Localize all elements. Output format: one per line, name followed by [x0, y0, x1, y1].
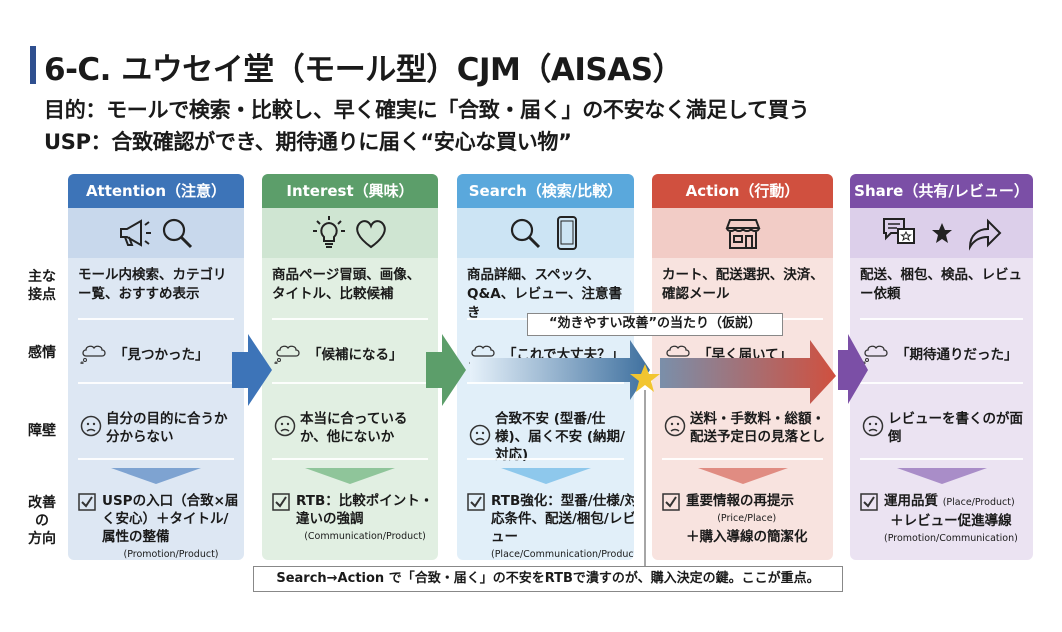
- divider: [78, 318, 234, 320]
- title-accent-bar: [30, 46, 36, 84]
- thought-bubble-icon: [274, 345, 300, 364]
- star-icon: [630, 364, 660, 392]
- emotion: 「候補になる」: [274, 342, 403, 364]
- stage-icons: [850, 208, 1033, 258]
- down-arrow-icon: [305, 468, 395, 484]
- worried-face-icon: [274, 415, 296, 436]
- stage-header: Search（検索/比較）: [457, 174, 634, 208]
- arrow-action-share: [838, 334, 868, 404]
- stage-header: Share（共有/レビュー）: [850, 174, 1033, 208]
- improvement-extra: ＋購入導線の簡潔化: [686, 529, 808, 545]
- smartphone-icon: [556, 216, 577, 250]
- row-label-touchpoint: 主な接点: [28, 269, 56, 303]
- divider: [272, 458, 428, 460]
- arrow-search-action: [470, 340, 650, 400]
- touchpoint-text: カート、配送選択、決済、確認メール: [662, 267, 824, 302]
- improvement-note: (Promotion/Product): [123, 549, 219, 560]
- stage-icons: [68, 208, 244, 258]
- stage-icons: [457, 208, 634, 258]
- arrow-action-share-lead: [660, 340, 836, 404]
- stage-column-attention: Attention（注意） モール内検索、カテゴリー覧、おすすめ表示 「見つかっ…: [68, 174, 244, 560]
- divider: [272, 318, 428, 320]
- callout-hypothesis: “効きやすい改善”の当たり（仮説）: [527, 313, 783, 336]
- arrow-interest-search: [426, 334, 466, 406]
- divider: [860, 318, 1023, 320]
- down-arrow-icon: [896, 468, 987, 484]
- barrier: 送料・手数料・総額・配送予定日の見落とし: [664, 410, 829, 446]
- stage-column-interest: Interest（興味） 商品ページ冒頭、画像、タイトル、比較候補 「候補になる…: [262, 174, 438, 560]
- store-icon: [725, 219, 760, 249]
- checkbox-checked-icon: [467, 493, 485, 511]
- touchpoint-text: モール内検索、カテゴリー覧、おすすめ表示: [78, 267, 227, 302]
- improvement-note: (Communication/Product): [304, 531, 426, 542]
- thought-bubble-icon: [862, 345, 888, 364]
- improvement: RTB：比較ポイント・違いの強調(Communication/Product): [272, 492, 434, 546]
- improvement: 運用品質 (Place/Product)＋レビュー促進導線(Promotion/…: [860, 492, 1029, 548]
- search-icon: [162, 218, 193, 249]
- divider: [467, 458, 624, 460]
- purpose-text: 目的：モールで検索・比較し、早く確実に「合致・届く」の不安なく満足して買う: [44, 98, 810, 122]
- improvement: USPの入口（合致×届く安心）＋タイトル/属性の整備(Promotion/Pro…: [78, 492, 240, 560]
- stage-column-share: Share（共有/レビュー） 配送、梱包、検品、レビュー依頼 「期待通りだった」…: [850, 174, 1033, 560]
- stage-header: Action（行動）: [652, 174, 833, 208]
- divider: [272, 382, 428, 384]
- checkbox-checked-icon: [860, 493, 878, 511]
- worried-face-icon: [862, 415, 884, 436]
- barrier: 合致不安 (型番/仕様)、届く不安 (納期/対応): [469, 410, 630, 464]
- thought-bubble-icon: [80, 345, 106, 364]
- divider: [860, 458, 1023, 460]
- down-arrow-icon: [697, 468, 788, 484]
- barrier: 本当に合っているか、他にないか: [274, 410, 434, 446]
- stage-icons: [262, 208, 438, 258]
- row-label-barrier: 障壁: [28, 423, 56, 439]
- page-title: 6-C. ユウセイ堂（モール型）CJM（AISAS）: [44, 52, 684, 88]
- improvement: RTB強化：型番/仕様/対応条件、配送/梱包/レビュー(Place/Commun…: [467, 492, 634, 560]
- row-label-emotion: 感情: [28, 345, 56, 361]
- star-icon: [931, 223, 952, 243]
- improvement: 重要情報の再提示(Price/Place)＋購入導線の簡潔化: [662, 492, 829, 546]
- improvement-note: (Price/Place): [717, 513, 777, 524]
- emotion: 「見つかった」: [80, 342, 209, 364]
- emotion: 「期待通りだった」: [862, 342, 1018, 364]
- megaphone-icon: [120, 219, 151, 247]
- checkbox-checked-icon: [78, 493, 96, 511]
- key-point-box: Search→Action で「合致・届く」の不安をRTBで潰すのが、購入決定の…: [253, 566, 843, 592]
- review-chat-icon: [882, 218, 915, 244]
- touchpoint-text: 商品詳細、スペック、Q&A、レビュー、注意書き: [467, 267, 623, 321]
- touchpoint-text: 配送、梱包、検品、レビュー依頼: [860, 267, 1022, 302]
- worried-face-icon: [469, 424, 491, 445]
- checkbox-checked-icon: [272, 493, 290, 511]
- down-arrow-icon: [111, 468, 201, 484]
- touchpoint-text: 商品ページ冒頭、画像、タイトル、比較候補: [272, 267, 421, 302]
- improvement-note-inline: (Place/Product): [942, 497, 1015, 508]
- lightbulb-icon: [313, 216, 345, 248]
- barrier: レビューを書くのが面倒: [862, 410, 1029, 446]
- arrow-attention-interest: [232, 334, 272, 406]
- divider: [467, 382, 624, 384]
- barrier: 自分の目的に合うか分からない: [80, 410, 240, 446]
- improvement-note: (Place/Communication/Product): [491, 549, 634, 560]
- worried-face-icon: [664, 415, 686, 436]
- search-icon: [510, 218, 540, 249]
- worried-face-icon: [80, 415, 102, 436]
- heart-icon: [356, 220, 386, 249]
- row-label-improvement: 改善の方向: [28, 495, 56, 547]
- improvement-extra: ＋レビュー促進導線: [890, 513, 1012, 529]
- checkbox-checked-icon: [662, 493, 680, 511]
- divider: [78, 382, 234, 384]
- stage-header: Interest（興味）: [262, 174, 438, 208]
- stage-icons: [652, 208, 833, 258]
- divider: [662, 458, 823, 460]
- divider: [860, 382, 1023, 384]
- divider: [78, 458, 234, 460]
- usp-text: USP：合致確認ができ、期待通りに届く“安心な買い物”: [44, 130, 572, 154]
- share-arrow-icon: [968, 218, 1001, 251]
- down-arrow-icon: [500, 468, 591, 484]
- stage-header: Attention（注意）: [68, 174, 244, 208]
- improvement-note: (Promotion/Communication): [884, 533, 1018, 544]
